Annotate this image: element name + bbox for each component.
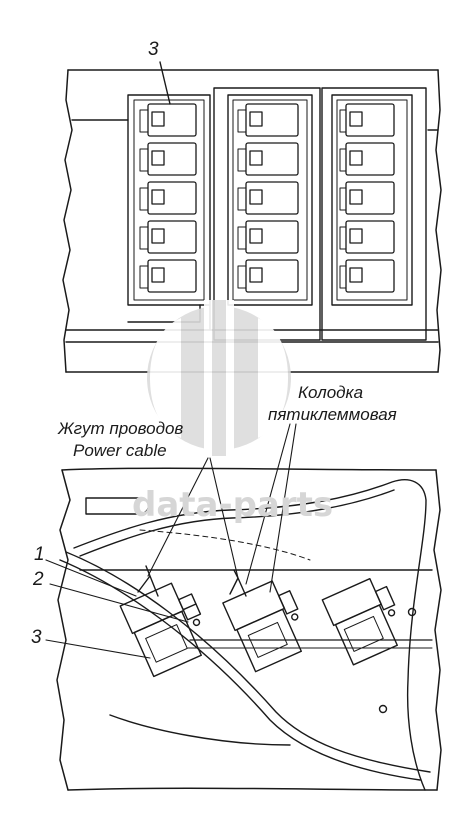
label-zhgut-provodov: Жгут проводов (58, 419, 184, 438)
ref-label-2: 2 (33, 569, 44, 590)
leader-3-top (159, 61, 171, 105)
label-power-cable: Power cable (73, 441, 167, 460)
relay-assembly-2 (222, 580, 302, 673)
label-kolodka: Колодка (298, 383, 364, 402)
dp-logo-icon (147, 300, 291, 456)
ref-label-3-bottom: 3 (31, 627, 42, 648)
relay-block-grid (139, 103, 395, 293)
relay-assembly-1 (119, 582, 202, 678)
harness-connector-2 (229, 569, 247, 597)
label-pyatiklemmovaya: пятиклеммовая (268, 405, 397, 424)
watermark-text: data-parts (132, 485, 334, 525)
ref-label-1: 1 (34, 544, 45, 565)
relay-assembly-3 (321, 577, 398, 666)
leader-lines (45, 423, 297, 659)
ref-label-3-top: 3 (148, 39, 159, 60)
